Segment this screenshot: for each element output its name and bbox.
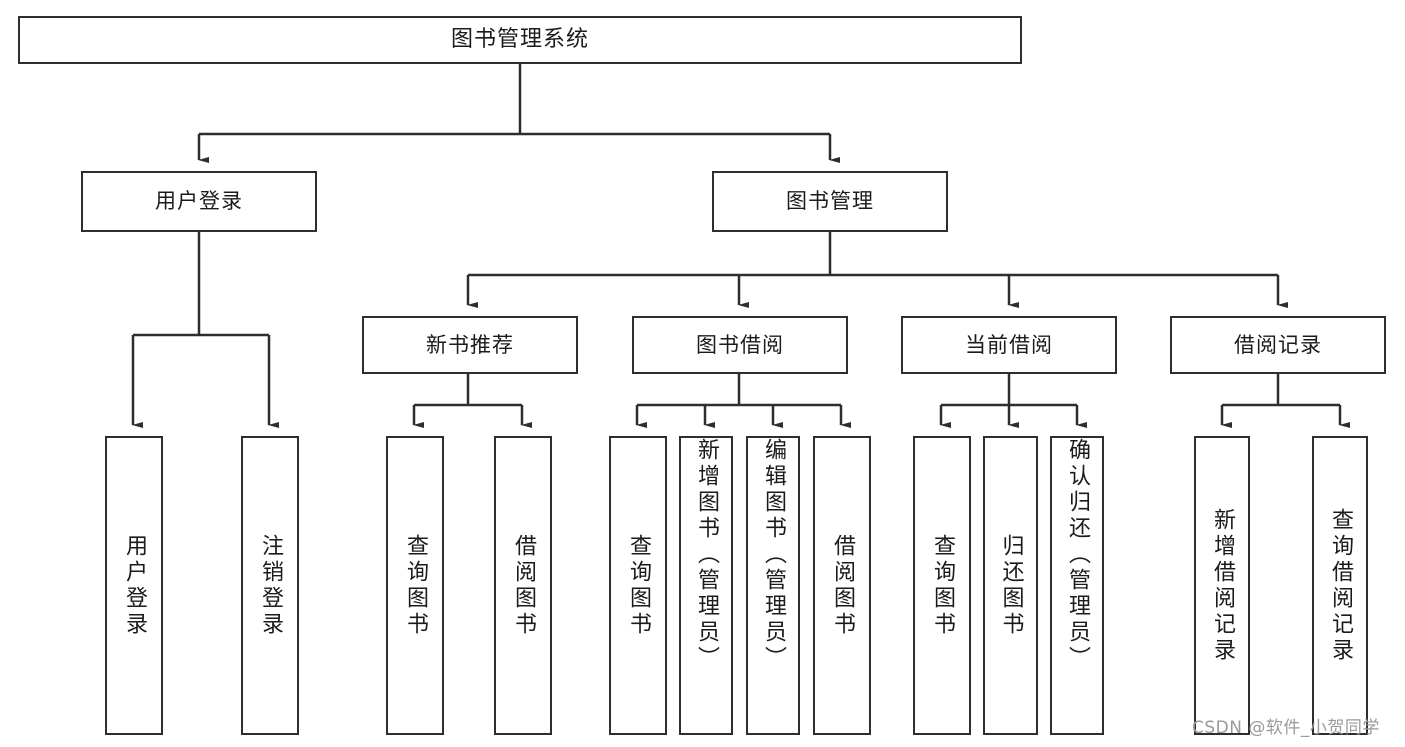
leaf-current-query-book-label: 查询图书 [930, 533, 955, 638]
csdn-watermark: CSDN @软件_小贺同学 [1192, 718, 1380, 738]
leaf-borrow-borrow-book[interactable]: 借阅图书 [813, 436, 871, 735]
node-user-login-label: 用户登录 [155, 189, 243, 214]
node-user-login[interactable]: 用户登录 [81, 171, 317, 232]
node-new-book-label: 新书推荐 [426, 332, 514, 357]
leaf-record-query[interactable]: 查询借阅记录 [1312, 436, 1368, 735]
leaf-borrow-add-book[interactable]: 新增图书（管理员） [679, 436, 733, 735]
node-borrow-record[interactable]: 借阅记录 [1170, 316, 1386, 374]
node-current-borrow[interactable]: 当前借阅 [901, 316, 1117, 374]
node-book-borrow[interactable]: 图书借阅 [632, 316, 848, 374]
node-borrow-record-label: 借阅记录 [1234, 332, 1322, 357]
leaf-newbook-query-book[interactable]: 查询图书 [386, 436, 444, 735]
leaf-record-add[interactable]: 新增借阅记录 [1194, 436, 1250, 735]
node-current-borrow-label: 当前借阅 [965, 332, 1053, 357]
leaf-current-return-book[interactable]: 归还图书 [983, 436, 1038, 735]
leaf-current-query-book[interactable]: 查询图书 [913, 436, 971, 735]
node-book-manage[interactable]: 图书管理 [712, 171, 948, 232]
leaf-borrow-add-book-label: 新增图书（管理员） [694, 438, 719, 672]
leaf-borrow-borrow-book-label: 借阅图书 [830, 533, 855, 638]
leaf-newbook-borrow-book[interactable]: 借阅图书 [494, 436, 552, 735]
leaf-logout[interactable]: 注销登录 [241, 436, 299, 735]
leaf-current-return-book-label: 归还图书 [998, 533, 1024, 638]
leaf-user-login-label: 用户登录 [122, 533, 147, 638]
leaf-logout-label: 注销登录 [258, 533, 283, 638]
leaf-record-query-label: 查询借阅记录 [1328, 507, 1353, 664]
leaf-borrow-query-book[interactable]: 查询图书 [609, 436, 667, 735]
leaf-borrow-edit-book-label: 编辑图书（管理员） [761, 438, 786, 672]
leaf-borrow-query-book-label: 查询图书 [626, 533, 651, 638]
leaf-current-confirm-return[interactable]: 确认归还（管理员） [1050, 436, 1104, 735]
node-root-label: 图书管理系统 [450, 27, 589, 53]
node-new-book[interactable]: 新书推荐 [362, 316, 578, 374]
leaf-user-login[interactable]: 用户登录 [105, 436, 163, 735]
node-book-borrow-label: 图书借阅 [696, 332, 784, 357]
node-root[interactable]: 图书管理系统 [18, 16, 1022, 64]
leaf-current-confirm-return-label: 确认归还（管理员） [1065, 438, 1090, 672]
leaf-borrow-edit-book[interactable]: 编辑图书（管理员） [746, 436, 800, 735]
leaf-newbook-borrow-book-label: 借阅图书 [511, 533, 536, 638]
node-book-manage-label: 图书管理 [786, 189, 874, 214]
leaf-record-add-label: 新增借阅记录 [1210, 507, 1235, 664]
leaf-newbook-query-book-label: 查询图书 [403, 533, 428, 638]
